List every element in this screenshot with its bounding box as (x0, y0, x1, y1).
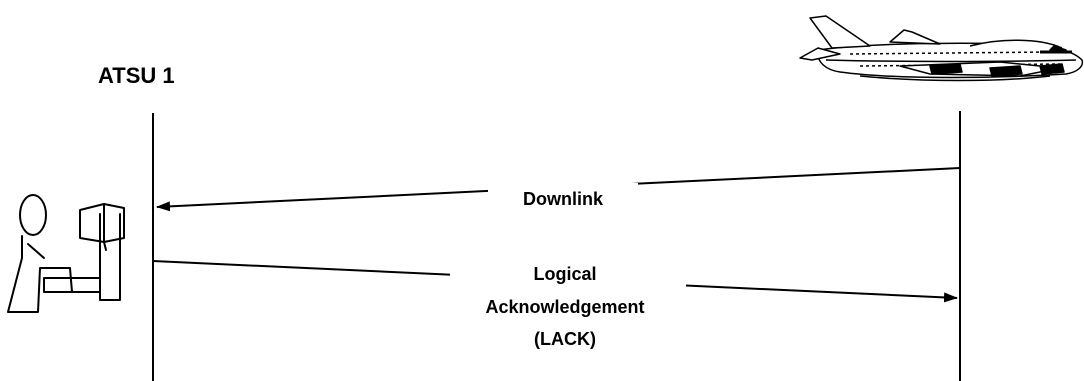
controller-workstation-icon (7, 194, 125, 313)
lack-label-line2: Acknowledgement (485, 297, 644, 317)
downlink-label-bg (488, 183, 638, 211)
lack-label-bg (450, 258, 686, 352)
downlink-label: Downlink (523, 189, 604, 209)
station-label: ATSU 1 (98, 63, 175, 88)
airliner-icon (799, 15, 1084, 82)
lack-label-line3: (LACK) (534, 329, 596, 349)
lack-label-line1: Logical (533, 264, 596, 284)
